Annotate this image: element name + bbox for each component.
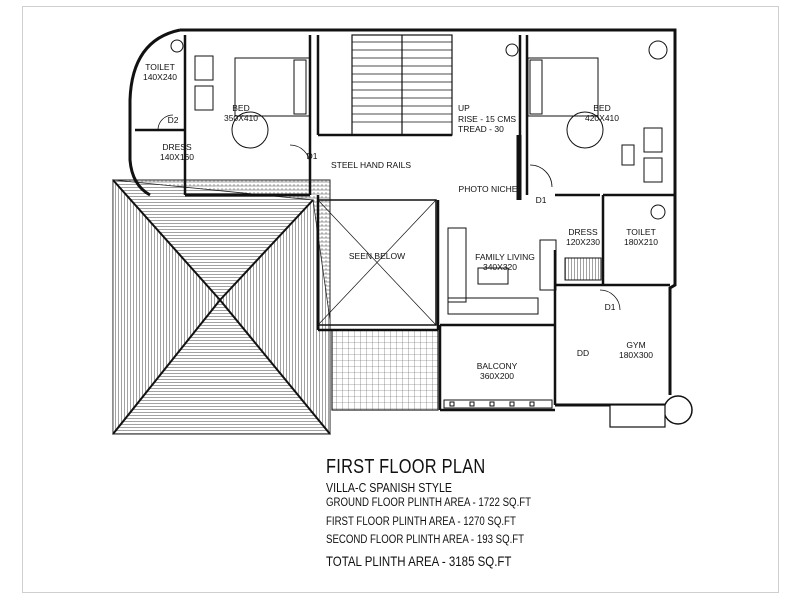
label-bed-right: BED	[593, 103, 611, 113]
label-d1-left: D1	[306, 151, 318, 161]
label-photo-niche: PHOTO NICHE	[458, 184, 518, 194]
label-toilet-left-size: 140X240	[142, 72, 178, 82]
label-toilet-left: TOILET	[145, 62, 175, 72]
total-plinth-area: TOTAL PLINTH AREA - 3185 SQ.FT	[326, 552, 512, 569]
plan-title: FIRST FLOOR PLAN	[326, 456, 486, 478]
label-tread: TREAD - 30	[458, 124, 504, 134]
label-dress-left: DRESS	[162, 142, 192, 152]
plant-right	[648, 40, 668, 60]
void-seen-below	[317, 199, 437, 326]
plant-left	[170, 39, 184, 53]
roof-area	[112, 178, 331, 436]
label-bed-left: BED	[232, 103, 250, 113]
balcony-railing	[443, 399, 553, 409]
label-dd: DD	[576, 348, 590, 358]
bed-left	[194, 55, 311, 149]
plant-mid	[505, 43, 519, 57]
ground-floor-area: GROUND FLOOR PLINTH AREA - 1722 SQ.FT	[326, 497, 532, 509]
door-swings	[157, 114, 621, 311]
plan-subtitle: VILLA-C SPANISH STYLE	[326, 480, 452, 495]
label-d1-mid: D1	[535, 195, 547, 205]
staircase	[318, 34, 453, 137]
bed-right	[527, 57, 663, 183]
toilet-right-fixture	[650, 204, 666, 220]
label-rise: RISE - 15 CMS	[458, 114, 517, 124]
label-toilet-right: TOILET	[626, 227, 656, 237]
label-d1-gym: D1	[604, 302, 616, 312]
label-steel-hand-rails: STEEL HAND RAILS	[331, 160, 411, 170]
label-bed-right-size: 420X410	[584, 113, 620, 123]
image-frame	[22, 6, 779, 593]
family-living-furniture	[447, 227, 557, 315]
label-dress-right: DRESS	[568, 227, 598, 237]
dress-right-shelf	[564, 257, 602, 281]
label-balcony: BALCONY	[476, 361, 518, 371]
label-gym: GYM	[626, 340, 646, 350]
label-toilet-right-size: 180X210	[623, 237, 659, 247]
label-family-living-size: 340X320	[482, 262, 518, 272]
tiled-terrace	[331, 329, 439, 411]
round-bay	[663, 395, 693, 425]
label-seen-below: SEEN BELOW	[348, 251, 406, 261]
title-block: FIRST FLOOR PLAN VILLA-C SPANISH STYLE G…	[326, 456, 570, 573]
first-floor-area: FIRST FLOOR PLINTH AREA - 1270 SQ.FT	[326, 515, 516, 528]
second-floor-area: SECOND FLOOR PLINTH AREA - 193 SQ.FT	[326, 534, 525, 546]
label-dress-left-size: 140X160	[159, 152, 195, 162]
label-balcony-size: 360X200	[479, 371, 515, 381]
label-bed-left-size: 350X410	[223, 113, 259, 123]
label-gym-size: 180X300	[618, 350, 654, 360]
label-d2: D2	[167, 115, 179, 125]
label-family-living: FAMILY LIVING	[475, 252, 535, 262]
bay-window	[609, 404, 666, 428]
label-dress-right-size: 120X230	[565, 237, 601, 247]
label-up: UP	[458, 103, 470, 113]
